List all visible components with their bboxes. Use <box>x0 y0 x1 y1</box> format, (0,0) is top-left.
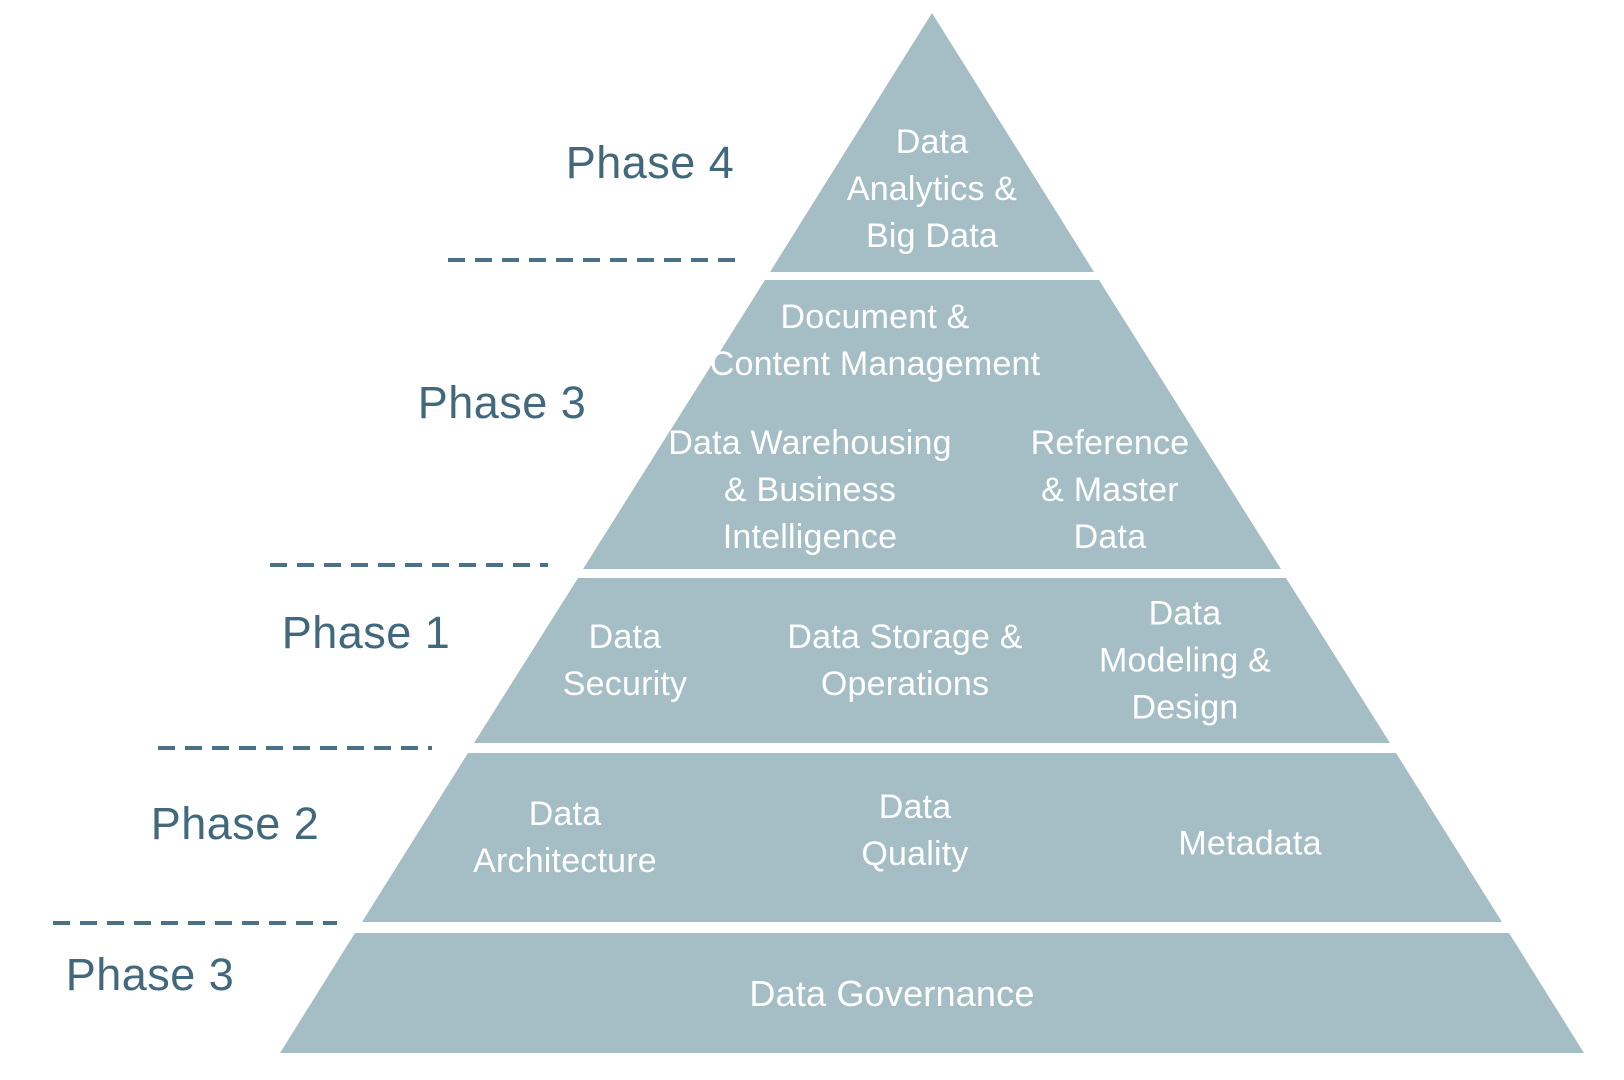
phase-divider-3 <box>158 746 432 750</box>
tier-4-label-data-architecture: Data Architecture <box>473 794 657 880</box>
tier-2-label-warehousing-bi: Data Warehousing & Business Intelligence <box>668 424 952 556</box>
pyramid-tier-5-governance: Data Governance <box>280 933 1584 1053</box>
phase-label-3-upper: Phase 3 <box>417 377 587 428</box>
pyramid-tier-4-architecture: Data Architecture Data Quality Metadata <box>362 753 1502 922</box>
pyramid-tier-2-content-management: Document & Content Management Data Wareh… <box>583 280 1281 569</box>
tier-3-label-modeling-design: Data Modeling & Design <box>1098 594 1272 726</box>
phase-label-2: Phase 2 <box>150 798 320 849</box>
tier-2-heading: Document & Content Management <box>709 298 1041 383</box>
phase-divider-2 <box>270 563 548 567</box>
phase-label-3-lower: Phase 3 <box>65 949 235 1000</box>
tier-4-label-data-quality: Data Quality <box>861 787 969 873</box>
pyramid-tier-1-analytics: Data Analytics & Big Data <box>770 13 1094 272</box>
phase-label-4: Phase 4 <box>565 137 735 188</box>
phase-divider-4 <box>53 921 337 925</box>
tier-3-label-storage-ops: Data Storage & Operations <box>787 617 1023 703</box>
tier-5-label-data-governance: Data Governance <box>749 972 1035 1014</box>
tier-4-label-metadata: Metadata <box>1178 824 1322 863</box>
phase-label-1: Phase 1 <box>281 607 451 658</box>
phase-divider-1 <box>448 258 740 262</box>
tier-1-label: Data Analytics & Big Data <box>846 123 1018 255</box>
tier-2-label-reference-mdm: Reference & Master Data <box>1030 424 1190 556</box>
tier-3-label-data-security: Data Security <box>562 617 688 703</box>
pyramid-tier-3-core-data: Data Security Data Storage & Operations … <box>474 578 1390 743</box>
